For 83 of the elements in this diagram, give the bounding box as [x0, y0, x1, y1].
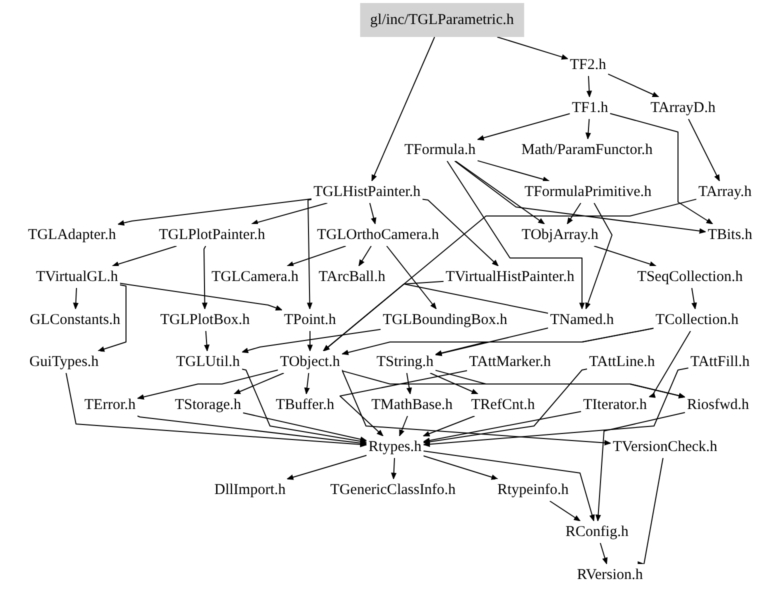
arrow: [241, 368, 368, 444]
file-name: TArrayD.h: [648, 97, 718, 119]
file-name: TObject.h: [278, 351, 342, 373]
arrow: [120, 282, 283, 311]
file-box: gl/inc/TGLParametric.h: [360, 3, 524, 37]
arrow: [430, 372, 479, 394]
file-name: TCollection.h: [654, 309, 740, 331]
arrow: [340, 370, 468, 436]
arrow: [422, 198, 499, 266]
file-name: TGLBoundingBox.h: [380, 309, 510, 331]
file-name: TFormulaPrimitive.h: [522, 181, 654, 203]
file-name: TSeqCollection.h: [635, 266, 745, 288]
arrow: [117, 198, 312, 226]
arrow: [610, 113, 714, 224]
arrow: [233, 372, 284, 394]
arrow: [112, 246, 178, 267]
arrow: [648, 330, 691, 398]
file-name: TGLUtil.h: [174, 351, 242, 373]
arrow: [251, 202, 328, 225]
arrow: [369, 202, 376, 225]
arrow: [342, 370, 612, 446]
file-name: TGLHistPainter.h: [311, 181, 423, 203]
arrow: [434, 328, 654, 356]
arrow: [391, 458, 397, 480]
arrow: [406, 372, 412, 395]
file-name: GuiTypes.h: [27, 351, 101, 373]
arrow: [97, 284, 126, 352]
arrow: [446, 160, 585, 310]
arrow: [358, 246, 372, 267]
file-name: TVirtualGL.h: [34, 266, 120, 288]
arrow: [586, 76, 592, 98]
file-name: TFormula.h: [402, 139, 478, 161]
arrow: [399, 416, 408, 437]
arrow: [306, 199, 312, 310]
file-name: TNamed.h: [548, 309, 616, 331]
arrow: [434, 328, 549, 356]
file-name: RConfig.h: [564, 521, 630, 543]
arrow: [422, 411, 582, 444]
arrow: [322, 284, 549, 352]
arrow: [423, 450, 595, 522]
arrow: [241, 328, 382, 354]
arrow: [600, 542, 608, 565]
arrow: [422, 368, 689, 447]
arrow: [286, 454, 367, 480]
file-name: Riosfwd.h: [684, 394, 752, 416]
arrow: [422, 368, 588, 445]
arrow: [137, 416, 368, 446]
file-name: TMathBase.h: [369, 394, 455, 416]
arrow: [454, 160, 706, 234]
file-name: TRefCnt.h: [469, 394, 537, 416]
arrow: [371, 36, 436, 182]
arrow: [585, 202, 612, 310]
arrow: [608, 74, 660, 98]
arrow: [204, 330, 210, 352]
file-name: Rtypeinfo.h: [495, 479, 571, 501]
arrow: [594, 246, 657, 267]
arrow: [549, 500, 581, 522]
arrow: [455, 160, 546, 224]
arrow: [688, 118, 720, 182]
arrow: [566, 202, 582, 225]
arrow: [242, 412, 368, 442]
arrow: [136, 370, 278, 400]
arrow: [423, 455, 498, 480]
arrow: [66, 372, 368, 448]
arrow: [585, 118, 592, 140]
file-name: TGLPlotPainter.h: [156, 224, 268, 246]
file-name: TGLOrthoCamera.h: [314, 224, 442, 246]
file-name: TObjArray.h: [520, 224, 600, 246]
arrow: [496, 36, 569, 60]
arrow: [73, 288, 79, 310]
arrow: [595, 412, 686, 522]
file-name: TString.h: [374, 351, 436, 373]
arrow: [476, 113, 570, 140]
arrow: [286, 246, 346, 267]
arrow: [386, 246, 437, 310]
arrow: [477, 160, 550, 182]
arrow: [202, 246, 208, 310]
arrow: [422, 416, 476, 436]
arrow: [307, 330, 313, 352]
arrow: [304, 372, 310, 395]
arrow: [435, 370, 686, 398]
arrow: [691, 288, 697, 310]
file-name: Rtypes.h: [366, 436, 424, 458]
